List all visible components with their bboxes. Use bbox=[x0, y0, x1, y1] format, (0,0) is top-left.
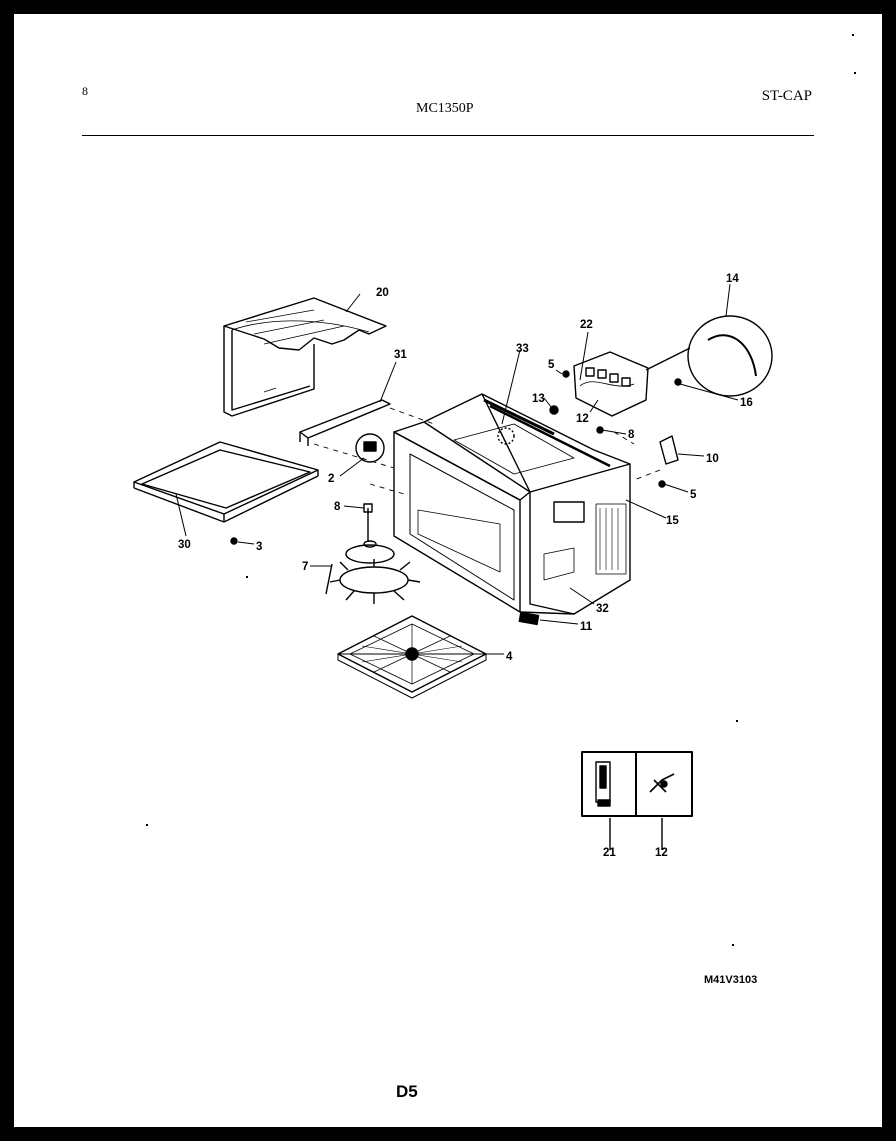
callout-32: 32 bbox=[596, 603, 609, 615]
page-number: 8 bbox=[82, 84, 88, 98]
base-tray bbox=[133, 441, 319, 523]
callout-12b: 12 bbox=[655, 847, 668, 859]
scan-speck bbox=[732, 944, 734, 946]
callout-11: 11 bbox=[580, 621, 593, 633]
callout-31: 31 bbox=[394, 349, 407, 361]
accessory-box-12 bbox=[635, 751, 693, 850]
callout-21: 21 bbox=[603, 847, 616, 859]
model-number: MC1350P bbox=[416, 101, 474, 116]
callout-12a: 12 bbox=[576, 413, 589, 425]
callout-33: 33 bbox=[516, 343, 529, 355]
oven-cavity-body bbox=[393, 393, 631, 615]
leader-lines bbox=[175, 283, 739, 655]
callout-20: 20 bbox=[376, 287, 389, 299]
drawing-number: M41V3103 bbox=[704, 974, 758, 986]
callout-5a: 5 bbox=[548, 359, 555, 371]
turntable-tray bbox=[337, 615, 487, 699]
callout-8b: 8 bbox=[334, 501, 341, 513]
scan-speck bbox=[146, 824, 148, 826]
callout-14: 14 bbox=[726, 273, 739, 285]
section-code: ST-CAP bbox=[761, 88, 812, 104]
screw-5a bbox=[562, 370, 570, 378]
outer-cabinet-wrapper bbox=[223, 297, 387, 417]
scan-speck bbox=[852, 34, 854, 36]
callout-3: 3 bbox=[256, 541, 262, 553]
screw-3 bbox=[230, 537, 238, 545]
scan-speck bbox=[854, 72, 856, 74]
page-code: D5 bbox=[396, 1082, 418, 1101]
screw-16 bbox=[674, 378, 682, 386]
callout-22: 22 bbox=[580, 319, 593, 331]
callout-15: 15 bbox=[666, 515, 679, 527]
exploded-view-drawing: 20 31 33 22 14 5 13 12 8 16 10 5 15 2 8 … bbox=[133, 273, 773, 859]
callout-4: 4 bbox=[506, 651, 513, 663]
callout-2: 2 bbox=[328, 473, 334, 485]
callout-16: 16 bbox=[740, 397, 753, 409]
drive-coupler bbox=[363, 503, 377, 548]
scan-speck bbox=[246, 576, 248, 578]
control-bracket bbox=[573, 351, 649, 417]
accessory-box-21 bbox=[581, 751, 637, 850]
cover-plate bbox=[659, 435, 679, 465]
scan-speck bbox=[736, 720, 738, 722]
parts-diagram-sheet: 8 MC1350P ST-CAP bbox=[14, 14, 882, 1127]
callout-10: 10 bbox=[706, 453, 719, 465]
cabinet-rail bbox=[299, 399, 391, 446]
callout-30: 30 bbox=[178, 539, 191, 551]
small-fitting bbox=[518, 611, 540, 626]
alignment-lines bbox=[313, 407, 661, 495]
callout-5b: 5 bbox=[690, 489, 697, 501]
callout-7: 7 bbox=[302, 561, 308, 573]
header-rule bbox=[82, 135, 814, 136]
roller-guide bbox=[325, 544, 421, 604]
circled-harness-detail bbox=[645, 315, 773, 397]
circled-detail-part bbox=[355, 433, 385, 463]
callout-8a: 8 bbox=[628, 429, 635, 441]
callout-13: 13 bbox=[532, 393, 545, 405]
